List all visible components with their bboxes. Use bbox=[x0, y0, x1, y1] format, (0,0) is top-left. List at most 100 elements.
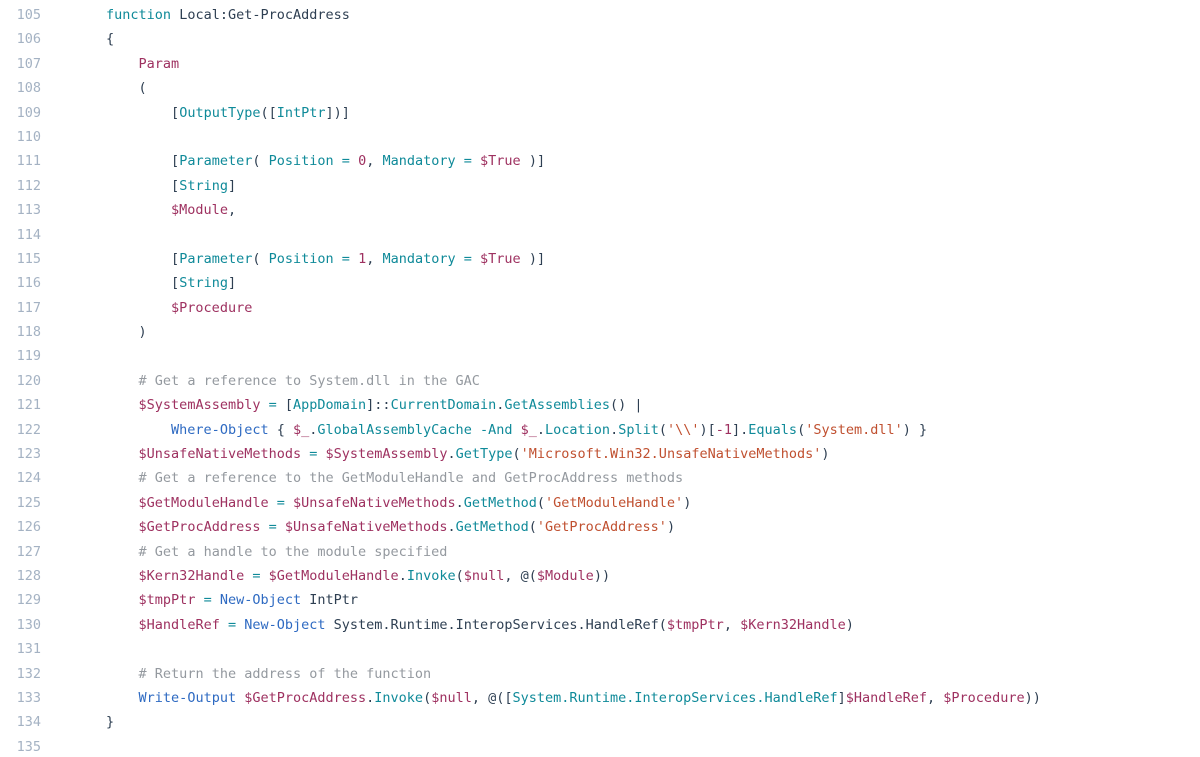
code-token-k: String bbox=[179, 275, 228, 292]
code-token-v: $null bbox=[463, 567, 505, 584]
code-token-p: ) } bbox=[902, 421, 928, 438]
code-token-p bbox=[472, 422, 480, 438]
code-text: $UnsafeNativeMethods = $SystemAssembly.G… bbox=[41, 446, 830, 462]
code-token-v: $Module bbox=[171, 202, 228, 219]
code-line: 121 $SystemAssembly = [AppDomain]::Curre… bbox=[0, 393, 1200, 417]
code-token-b: New-Object bbox=[244, 616, 326, 633]
code-token-v: $SystemAssembly bbox=[325, 446, 448, 463]
line-number: 116 bbox=[16, 275, 41, 292]
code-token-p: . bbox=[447, 519, 456, 536]
code-line: 135 bbox=[0, 735, 1200, 757]
code-token-p: . bbox=[496, 397, 505, 414]
code-token-k: AppDomain bbox=[293, 397, 367, 414]
code-token-p: [ bbox=[276, 397, 294, 414]
code-line: 122 Where-Object { $_.GlobalAssemblyCach… bbox=[0, 418, 1200, 442]
code-token-p bbox=[317, 446, 325, 462]
code-token-v: $HandleRef bbox=[845, 689, 928, 706]
code-token-p: . bbox=[366, 689, 375, 706]
code-token-w bbox=[41, 470, 139, 486]
code-token-p bbox=[472, 153, 480, 169]
code-token-w bbox=[41, 690, 139, 706]
code-text: function Local:Get-ProcAddress bbox=[41, 7, 350, 23]
code-token-p: } bbox=[106, 714, 115, 731]
code-token-k: Parameter bbox=[179, 250, 253, 267]
code-token-b: New-Object bbox=[219, 592, 302, 609]
code-token-n: -1 bbox=[715, 421, 733, 438]
code-token-w bbox=[41, 422, 171, 438]
code-token-p: . bbox=[610, 421, 619, 438]
code-token-k: Location bbox=[545, 421, 611, 438]
code-line: 111 [Parameter( Position = 0, Mandatory … bbox=[0, 149, 1200, 173]
code-token-p bbox=[220, 617, 228, 633]
code-token-p bbox=[350, 251, 358, 267]
line-number: 123 bbox=[16, 446, 41, 463]
code-line: 119 bbox=[0, 344, 1200, 368]
line-number: 117 bbox=[16, 299, 41, 316]
code-line: 124 # Get a reference to the GetModuleHa… bbox=[0, 466, 1200, 490]
code-token-v: $Kern32Handle bbox=[138, 567, 245, 584]
code-token-w bbox=[41, 666, 139, 682]
code-text: $HandleRef = New-Object System.Runtime.I… bbox=[41, 617, 854, 633]
code-token-k: Invoke bbox=[406, 567, 456, 584]
code-text: # Get a handle to the module specified bbox=[41, 543, 448, 560]
code-token-k: = bbox=[309, 446, 318, 463]
code-token-w bbox=[41, 202, 171, 218]
code-token-v: $tmpPtr bbox=[666, 616, 724, 633]
code-line: 123 $UnsafeNativeMethods = $SystemAssemb… bbox=[0, 442, 1200, 466]
line-number: 115 bbox=[16, 250, 41, 267]
code-line: 130 $HandleRef = New-Object System.Runti… bbox=[0, 613, 1200, 637]
code-token-w bbox=[41, 7, 106, 23]
code-token-p: [ bbox=[171, 104, 180, 121]
code-token-p bbox=[512, 422, 520, 438]
code-token-k: = bbox=[268, 397, 277, 414]
line-number: 127 bbox=[16, 543, 41, 560]
code-token-p: )[ bbox=[699, 421, 716, 438]
code-token-p: . bbox=[309, 421, 318, 438]
code-token-p bbox=[472, 251, 480, 267]
code-token-p: . bbox=[455, 494, 464, 511]
code-token-p: IntPtr bbox=[301, 592, 359, 609]
code-token-v: $HandleRef bbox=[138, 616, 220, 633]
code-token-v: $Procedure bbox=[171, 299, 253, 316]
code-line: 107 Param bbox=[0, 52, 1200, 76]
code-token-p bbox=[277, 519, 285, 535]
code-token-p: ([ bbox=[260, 104, 277, 121]
code-text: $tmpPtr = New-Object IntPtr bbox=[41, 592, 359, 609]
code-token-p bbox=[261, 568, 269, 584]
line-number: 119 bbox=[16, 348, 41, 365]
code-token-k: Mandatory bbox=[382, 250, 456, 267]
code-line: 116 [String] bbox=[0, 271, 1200, 295]
code-token-v: $GetProcAddress bbox=[138, 519, 261, 536]
code-token-c: # Get a handle to the module specified bbox=[138, 543, 448, 560]
code-token-p bbox=[236, 690, 244, 706]
code-line: 115 [Parameter( Position = 1, Mandatory … bbox=[0, 247, 1200, 271]
line-number: 124 bbox=[16, 470, 41, 487]
code-text: [OutputType([IntPtr])] bbox=[41, 105, 350, 121]
code-token-p: ) bbox=[845, 616, 854, 633]
code-token-p: , bbox=[927, 689, 944, 706]
code-token-s: 'System.dll' bbox=[805, 421, 903, 438]
code-token-v: $Procedure bbox=[943, 689, 1025, 706]
code-line: 112 [String] bbox=[0, 174, 1200, 198]
code-token-k: Mandatory bbox=[382, 153, 456, 170]
line-number: 108 bbox=[16, 80, 41, 97]
code-token-k: IntPtr bbox=[276, 104, 326, 121]
line-number: 120 bbox=[16, 372, 41, 389]
code-token-p bbox=[456, 153, 464, 169]
code-token-p: ) bbox=[666, 519, 676, 536]
code-line: 129 $tmpPtr = New-Object IntPtr bbox=[0, 588, 1200, 612]
code-token-p: , @( bbox=[504, 567, 537, 584]
code-token-k: function bbox=[106, 7, 172, 23]
code-text: { bbox=[41, 31, 114, 47]
code-token-p: Local:Get-ProcAddress bbox=[171, 7, 350, 23]
code-token-v: $True bbox=[480, 153, 521, 170]
code-token-p bbox=[456, 251, 464, 267]
line-number: 129 bbox=[16, 592, 41, 609]
code-token-v: $Module bbox=[536, 567, 594, 584]
code-line: 108 ( bbox=[0, 76, 1200, 100]
code-token-v: $UnsafeNativeMethods bbox=[138, 446, 302, 463]
line-number: 130 bbox=[16, 616, 41, 633]
code-token-p: ( bbox=[252, 153, 269, 170]
code-token-w bbox=[41, 300, 171, 316]
code-token-p bbox=[334, 153, 342, 169]
